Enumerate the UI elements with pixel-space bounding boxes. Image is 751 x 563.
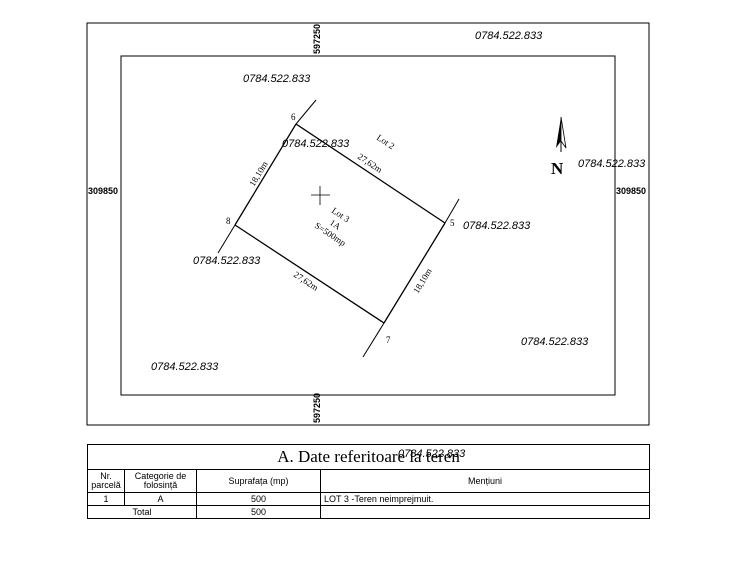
phone-label: 0784.522.833: [578, 158, 646, 170]
header-categorie-line2: folosință: [143, 480, 178, 490]
header-nr-line2: parcelă: [91, 480, 121, 490]
total-empty: [319, 505, 651, 519]
phone-label: 0784.522.833: [521, 336, 589, 348]
cell-categorie: A: [124, 492, 197, 506]
vertex-label: 7: [386, 335, 391, 345]
header-suprafata: Suprafața (mp): [196, 469, 321, 493]
total-value: 500: [196, 505, 321, 519]
phone-label: 0784.522.833: [243, 73, 311, 85]
vertex-label: 6: [291, 112, 296, 122]
vertex-label: 8: [226, 216, 231, 226]
coord-right: 309850: [616, 186, 646, 196]
coord-top: 597250: [312, 24, 322, 54]
dimension-top: 27,62m: [356, 151, 384, 174]
total-label: Total: [87, 505, 197, 519]
header-nr-parcela: Nr. parcelă: [87, 469, 125, 493]
coord-bottom: 597250: [312, 393, 322, 423]
crosshair-icon: [311, 186, 330, 205]
header-mentiuni: Mențiuni: [319, 469, 651, 493]
phone-label: 0784.522.833: [193, 255, 261, 267]
land-data-table: A. Date referitoare la teren Nr. parcelă…: [86, 444, 651, 519]
table-title-cell: A. Date referitoare la teren: [86, 444, 651, 470]
phone-label: 0784.522.833: [151, 361, 219, 373]
neighbor-lot-label: Lot 2: [375, 132, 397, 151]
header-nr-line1: Nr.: [100, 471, 112, 481]
phone-label: 0784.522.833: [463, 220, 531, 232]
dimension-right: 18,10m: [411, 267, 434, 296]
cell-nr: 1: [87, 492, 125, 506]
table-row: Total 500: [87, 505, 651, 519]
vertex-label: 5: [450, 218, 455, 228]
extension-lines: [217, 99, 460, 358]
cell-suprafata: 500: [196, 492, 321, 506]
north-arrow-icon: [556, 116, 567, 152]
dimension-bottom: 27,62m: [292, 269, 320, 292]
header-categorie-line1: Categorie de: [134, 471, 187, 481]
table-title: A. Date referitoare la teren: [277, 447, 460, 466]
phone-label: 0784.522.833: [282, 138, 350, 150]
parcel-boundary: [234, 123, 446, 324]
outer-frame: [86, 22, 650, 426]
phone-label: 0784.522.833: [475, 30, 543, 42]
north-label: N: [551, 159, 564, 178]
phone-label-title-overlay: 0784.522.833: [398, 448, 466, 460]
cadastral-plan: 597250 597250 309850 309850 0784.522.833…: [86, 22, 650, 426]
header-categorie: Categorie de folosință: [124, 469, 197, 493]
cell-mentiuni: LOT 3 -Teren neimprejmuit.: [319, 492, 651, 506]
inner-frame: [120, 55, 616, 396]
table-row: 1 A 500 LOT 3 -Teren neimprejmuit.: [87, 492, 651, 506]
coord-left: 309850: [88, 186, 118, 196]
